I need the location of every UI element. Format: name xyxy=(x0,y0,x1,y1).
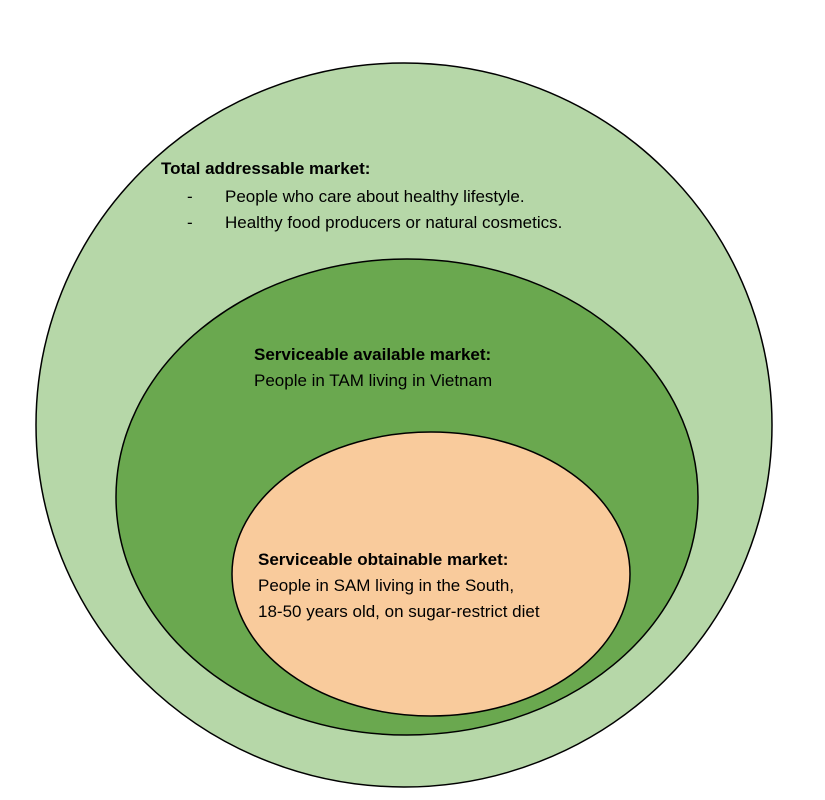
tam-title: Total addressable market: xyxy=(161,159,371,178)
tam-item-text: People who care about healthy lifestyle. xyxy=(225,187,525,206)
som-title: Serviceable obtainable market: xyxy=(258,550,509,569)
som-description-line: 18-50 years old, on sugar-restrict diet xyxy=(258,602,540,621)
tam-label: Total addressable market: - People who c… xyxy=(161,156,562,236)
tam-item: - People who care about healthy lifestyl… xyxy=(161,184,562,210)
bullet-dash: - xyxy=(187,187,193,206)
sam-label: Serviceable available market: People in … xyxy=(254,342,492,394)
sam-title: Serviceable available market: xyxy=(254,345,492,364)
bullet-dash: - xyxy=(187,213,193,232)
tam-item-text: Healthy food producers or natural cosmet… xyxy=(225,213,563,232)
som-ellipse xyxy=(231,431,631,717)
sam-description: People in TAM living in Vietnam xyxy=(254,371,493,390)
som-description-line: People in SAM living in the South, xyxy=(258,576,515,595)
som-label: Serviceable obtainable market: People in… xyxy=(258,547,540,625)
tam-item: - Healthy food producers or natural cosm… xyxy=(161,210,562,236)
